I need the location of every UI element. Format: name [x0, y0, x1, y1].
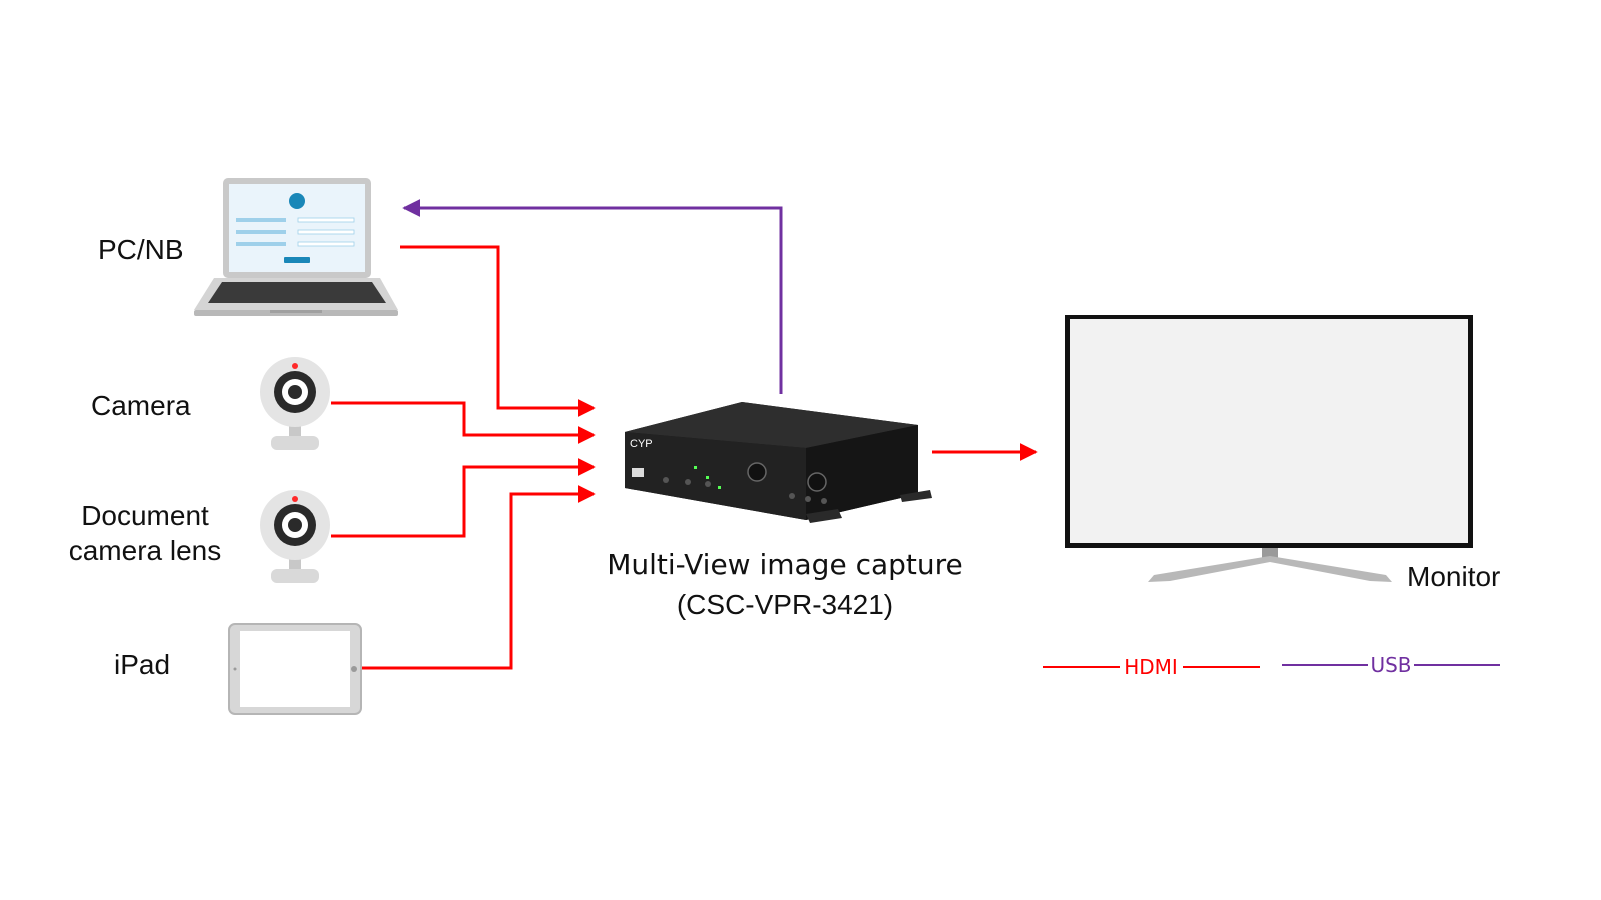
device-brand: CYP: [630, 438, 653, 450]
source-label-document-camera-line2: camera lens: [68, 535, 222, 566]
tablet-icon: [228, 623, 362, 715]
hdmi-line-pc: [400, 245, 596, 417]
monitor-icon: [1065, 315, 1473, 582]
webcam-icon: [260, 490, 330, 583]
legend-hdmi-label: HDMI: [1124, 655, 1178, 679]
source-label-pc: PC/NB: [98, 234, 184, 265]
device-caption-title: Multi-View image capture: [607, 548, 963, 581]
source-label-ipad: iPad: [114, 649, 171, 680]
hdmi-line-ipad: [362, 485, 596, 670]
legend-usb-label: USB: [1370, 653, 1411, 677]
usb-line-pc: [402, 199, 783, 394]
device-caption: Multi-View image capture (CSC-VPR-3421): [580, 545, 990, 625]
hdmi-line-document-camera: [331, 458, 596, 538]
source-label-document-camera-line1: Document: [81, 500, 209, 531]
legend: HDMI USB: [1043, 653, 1500, 679]
source-label-camera: Camera: [91, 390, 191, 421]
source-label-document-camera: Document camera lens: [60, 498, 230, 568]
webcam-icon: [260, 357, 330, 450]
device-caption-model: (CSC-VPR-3421): [676, 589, 894, 620]
laptop-icon: [194, 178, 398, 316]
hdmi-line-camera: [331, 401, 596, 444]
monitor-label: Monitor: [1407, 561, 1501, 592]
capture-device-icon: CYP: [625, 402, 932, 523]
